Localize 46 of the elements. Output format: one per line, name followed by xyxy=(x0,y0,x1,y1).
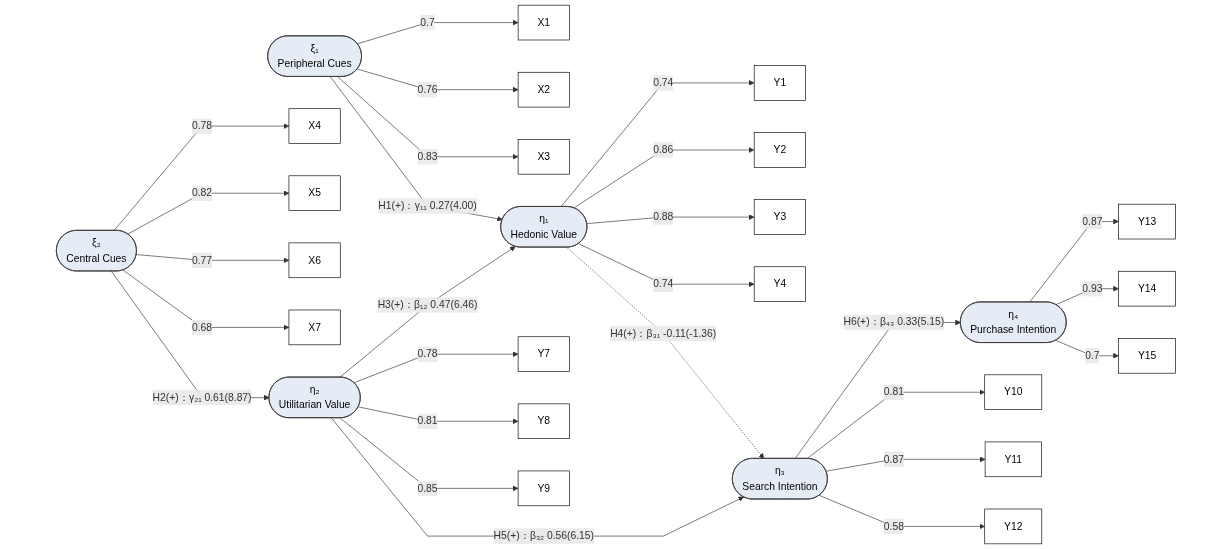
edge-label: 0.82 xyxy=(192,187,213,199)
edge-label: 0.87 xyxy=(1082,215,1103,227)
edge-label: 0.76 xyxy=(417,83,438,95)
node-box: X5 xyxy=(288,175,341,211)
edge-label: H5(+)：β₃₂ 0.56(6.15) xyxy=(493,530,595,542)
edge-label: 0.7 xyxy=(1085,349,1100,361)
edge-label: 0.93 xyxy=(1082,282,1103,294)
edge-label: 0.7 xyxy=(420,16,435,28)
edge-label: 0.74 xyxy=(653,77,674,89)
edge-label: 0.77 xyxy=(192,254,213,266)
node-box: Y13 xyxy=(1118,203,1176,240)
node-box: Y11 xyxy=(984,441,1042,478)
node-box: Y8 xyxy=(517,403,570,439)
node-box: Y14 xyxy=(1118,270,1176,307)
node-box: X4 xyxy=(288,108,341,144)
edge-label: 0.86 xyxy=(653,144,674,156)
edge-label: 0.81 xyxy=(417,415,438,427)
edge-label: 0.78 xyxy=(192,120,213,132)
edge-label: H1(+)：γ₁₁ 0.27(4.00) xyxy=(378,200,477,212)
node-box: Y15 xyxy=(1118,338,1176,374)
edge-label: 0.74 xyxy=(653,278,674,290)
node-box: Y7 xyxy=(517,336,570,372)
edge-label: 0.88 xyxy=(653,211,674,223)
edge-label: 0.68 xyxy=(192,321,213,333)
node-box: X6 xyxy=(288,242,341,279)
edge-label: H4(+)：β₃₁ -0.11(-1.36) xyxy=(610,327,717,339)
edge-label: H2(+)：γ₂₁ 0.61(8.87) xyxy=(152,391,252,403)
edge-label: 0.87 xyxy=(883,453,904,465)
node-box: Y4 xyxy=(753,266,806,302)
node-box: X2 xyxy=(517,71,570,108)
edge-label: 0.78 xyxy=(417,348,438,360)
edge-label: H6(+)：β₄₃ 0.33(5.15) xyxy=(843,316,945,328)
node-box: X7 xyxy=(288,309,341,346)
edge-label: 0.83 xyxy=(417,150,438,162)
node-box: X3 xyxy=(517,139,570,175)
edge-label: 0.85 xyxy=(417,482,438,494)
edge-label: H3(+)：β₁₂ 0.47(6.46) xyxy=(377,299,478,311)
edge-label: 0.58 xyxy=(883,520,904,532)
node-box: Y2 xyxy=(753,132,806,168)
node-box: X1 xyxy=(517,4,570,41)
node-box: Y12 xyxy=(984,508,1043,545)
node-box: Y10 xyxy=(984,374,1043,410)
node-box: Y1 xyxy=(753,65,806,101)
edge-label: 0.81 xyxy=(883,386,904,398)
node-box: Y9 xyxy=(517,470,570,507)
node-box: Y3 xyxy=(753,199,806,235)
